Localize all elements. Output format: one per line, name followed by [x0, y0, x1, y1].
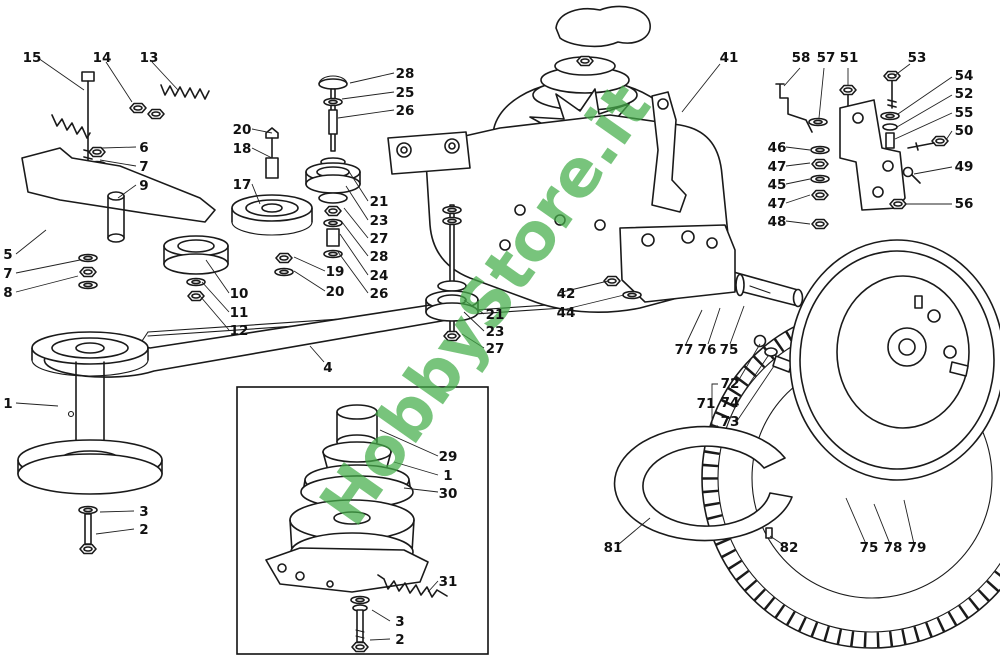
callout-label-82: 82 [780, 540, 799, 556]
callout-label-50: 50 [955, 123, 974, 139]
callout-label-78: 78 [884, 540, 903, 556]
callout-label-20: 20 [233, 122, 252, 138]
inset-box [236, 386, 489, 655]
callout-label-30: 30 [439, 486, 458, 502]
callout-label-23: 23 [370, 213, 389, 229]
callout-label-21: 21 [486, 307, 505, 323]
callout-label-21: 21 [370, 194, 389, 210]
callout-label-27: 27 [370, 231, 389, 247]
callout-label-42: 42 [557, 286, 576, 302]
callout-label-17: 17 [233, 177, 252, 193]
callout-label-47: 47 [768, 159, 787, 175]
callout-label-56: 56 [955, 196, 974, 212]
callout-label-72: 72 [721, 376, 740, 392]
callout-label-2: 2 [395, 632, 404, 648]
callout-label-12: 12 [230, 323, 249, 339]
callout-label-55: 55 [955, 105, 974, 121]
callout-label-14: 14 [93, 50, 112, 66]
callout-label-53: 53 [908, 50, 927, 66]
callout-label-3: 3 [139, 504, 148, 520]
transmission-housing [387, 5, 736, 342]
callout-label-7: 7 [139, 159, 148, 175]
callout-label-6: 6 [139, 140, 148, 156]
callout-label-45: 45 [768, 177, 787, 193]
snap-ring [613, 425, 793, 542]
callout-label-9: 9 [139, 178, 148, 194]
callout-label-77: 77 [675, 342, 694, 358]
callout-label-52: 52 [955, 86, 974, 102]
callout-label-11: 11 [230, 305, 249, 321]
callout-label-79: 79 [908, 540, 927, 556]
callout-label-73: 73 [721, 414, 740, 430]
callout-label-46: 46 [768, 140, 787, 156]
right-bracket-cluster [775, 70, 949, 230]
callout-label-4: 4 [323, 360, 332, 376]
callout-label-41: 41 [720, 50, 739, 66]
center-pulley-stack [305, 75, 361, 259]
callout-label-27: 27 [486, 341, 505, 357]
callout-label-75: 75 [720, 342, 739, 358]
tension-bracket-assembly [21, 71, 579, 342]
callout-label-26: 26 [396, 103, 415, 119]
idler-pulley-assembly [231, 127, 313, 277]
callout-label-76: 76 [698, 342, 717, 358]
callout-label-75: 75 [860, 540, 879, 556]
callout-label-57: 57 [817, 50, 836, 66]
leader-lines [15, 57, 953, 641]
callout-label-29: 29 [439, 449, 458, 465]
callout-label-48: 48 [768, 214, 787, 230]
callout-label-5: 5 [3, 247, 12, 263]
callout-label-25: 25 [396, 85, 415, 101]
callout-label-58: 58 [792, 50, 811, 66]
callout-label-19: 19 [326, 264, 345, 280]
callout-label-20: 20 [326, 284, 345, 300]
callout-label-3: 3 [395, 614, 404, 630]
callout-label-51: 51 [840, 50, 859, 66]
callout-label-13: 13 [140, 50, 159, 66]
wheel-rim [789, 239, 1000, 481]
callout-label-23: 23 [486, 324, 505, 340]
callout-label-49: 49 [955, 159, 974, 175]
callout-label-24: 24 [370, 268, 389, 284]
callout-label-81: 81 [604, 540, 623, 556]
callout-label-31: 31 [439, 574, 458, 590]
callout-label-44: 44 [557, 305, 576, 321]
stack-pulley-1 [17, 331, 163, 555]
callout-label-7: 7 [3, 266, 12, 282]
callout-label-54: 54 [955, 68, 974, 84]
callout-label-8: 8 [3, 285, 12, 301]
callout-label-1: 1 [3, 396, 12, 412]
callout-label-28: 28 [396, 66, 415, 82]
callout-label-47: 47 [768, 196, 787, 212]
callout-label-18: 18 [233, 141, 252, 157]
callout-label-28: 28 [370, 249, 389, 265]
callout-label-74: 74 [721, 395, 740, 411]
callout-label-10: 10 [230, 286, 249, 302]
callout-label-2: 2 [139, 522, 148, 538]
callout-label-71: 71 [697, 396, 716, 412]
callout-label-26: 26 [370, 286, 389, 302]
callout-label-1: 1 [443, 468, 452, 484]
callout-label-15: 15 [23, 50, 42, 66]
